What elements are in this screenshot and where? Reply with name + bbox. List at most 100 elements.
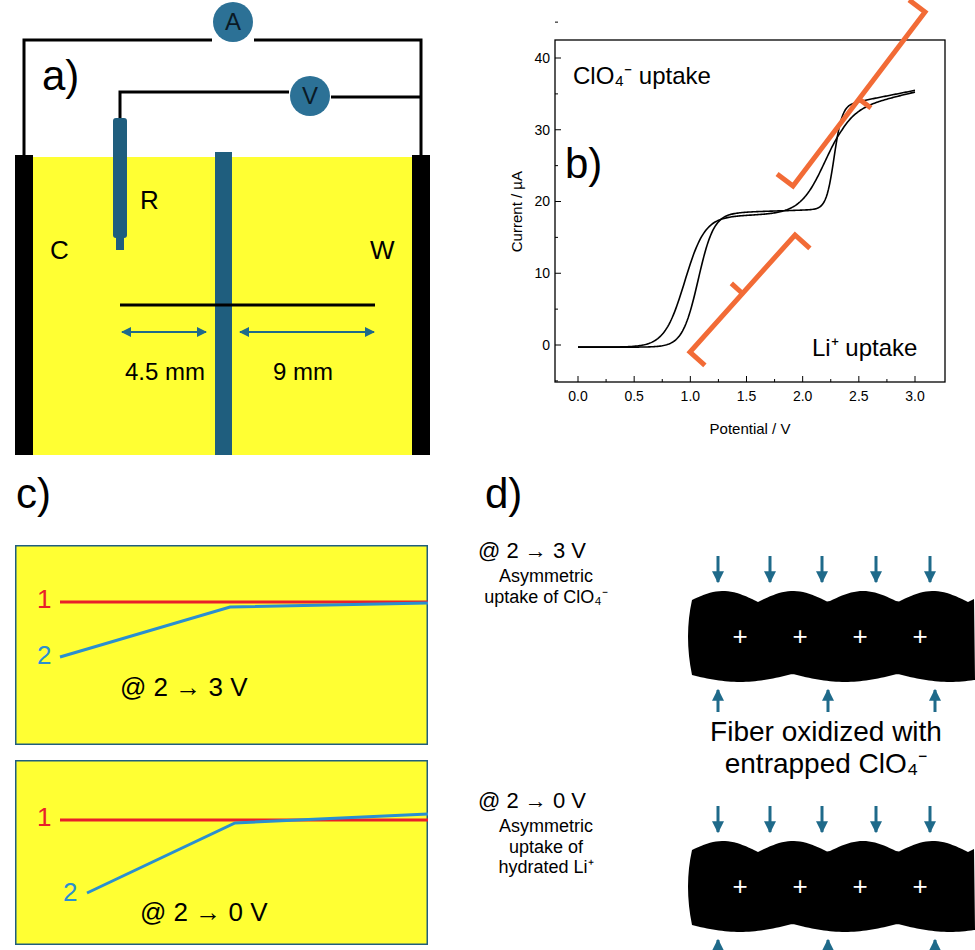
ion-arrow: [934, 940, 937, 948]
meter-circle-shape: [213, 2, 253, 42]
x-tick: [802, 376, 803, 382]
x-tick: [578, 376, 579, 382]
y-tick: [555, 58, 561, 59]
measure-line: [120, 304, 375, 307]
reference-electrode-tip: [116, 236, 124, 250]
tick-label: 0.5: [624, 388, 643, 404]
meter-circle: V: [289, 75, 331, 117]
electrode-label: R: [140, 186, 159, 216]
ion-arrow: [875, 556, 878, 582]
y-minor-tick: [555, 309, 558, 310]
y-minor-tick: [555, 237, 558, 238]
reference-electrode: [113, 118, 127, 238]
charge-sign: +: [912, 622, 927, 652]
tick-label: 40: [534, 50, 550, 66]
charge-sign: +: [852, 622, 867, 652]
x-tick: [634, 376, 635, 382]
node-shape: [15, 545, 428, 745]
y-tick: [555, 201, 561, 202]
cv-curve: [578, 92, 915, 347]
x-minor-tick: [886, 379, 887, 382]
axis-title: Potential / V: [710, 420, 791, 437]
ion-arrow: [827, 940, 830, 948]
axis-title: Current / µA: [508, 171, 525, 252]
ion-arrow: [875, 806, 878, 832]
panel-letter: d): [485, 470, 522, 518]
note: Asymmetric uptake of hydrated Li⁺: [486, 816, 606, 878]
y-minor-tick: [555, 93, 558, 94]
profile-line: [60, 603, 428, 657]
charge-sign: +: [912, 872, 927, 902]
step-label: @ 2 → 0 V: [478, 788, 586, 813]
ion-arrow: [827, 690, 830, 712]
dimension-arrow: [122, 331, 206, 333]
note: Asymmetric uptake of ClO₄⁻: [476, 566, 616, 607]
x-tick: [915, 376, 916, 382]
panel-letter: b): [565, 140, 602, 188]
step-label: @ 2 → 3 V: [478, 538, 586, 563]
curve-number: 2: [37, 641, 51, 671]
step-label: @ 2 → 3 V: [120, 673, 248, 703]
tick-label: 2.5: [849, 388, 868, 404]
y-minor-tick: [555, 22, 558, 23]
bracket: [777, 0, 925, 186]
tick-label: 10: [534, 265, 550, 281]
x-tick: [746, 376, 747, 382]
ion-arrow: [717, 690, 720, 712]
x-minor-tick: [606, 379, 607, 382]
tick-label: 2.0: [793, 388, 812, 404]
ion-arrow: [717, 806, 720, 832]
tick-label: 0: [542, 337, 550, 353]
ion-arrow: [717, 940, 720, 948]
meter-circle: A: [212, 1, 254, 43]
note: Fiber oxidized with entrapped ClO₄⁻: [676, 716, 975, 780]
ion-arrow: [929, 806, 932, 832]
charge-sign: +: [852, 872, 867, 902]
electrode-label: W: [370, 236, 395, 266]
y-tick: [555, 345, 561, 346]
profile-box: 1 2 @ 2 → 3 V: [15, 545, 428, 745]
cv-curve: [578, 90, 915, 347]
ion-arrow: [821, 556, 824, 582]
wire: [24, 40, 421, 155]
y-minor-tick: [555, 380, 558, 381]
panel-letter: c): [16, 470, 51, 518]
x-minor-tick: [830, 379, 831, 382]
y-tick: [555, 129, 561, 130]
curve-number: 2: [63, 878, 77, 908]
step-label: @ 2 → 0 V: [140, 898, 268, 928]
x-minor-tick: [662, 379, 663, 382]
region-label: ClO₄⁻ uptake: [573, 62, 711, 90]
panel-letter: a): [42, 52, 79, 100]
y-tick: [555, 273, 561, 274]
charge-sign: +: [792, 622, 807, 652]
meter-circle-shape: [290, 76, 330, 116]
charge-sign: +: [732, 622, 747, 652]
meter-symbol: V: [289, 82, 331, 110]
tick-label: 20: [534, 193, 550, 209]
charge-sign: +: [792, 872, 807, 902]
dimension: 4.5 mm: [125, 358, 205, 386]
dimension: 9 mm: [273, 358, 333, 386]
region-label: Li⁺ uptake: [812, 334, 917, 362]
x-minor-tick: [774, 379, 775, 382]
ion-arrow: [769, 806, 772, 832]
ion-arrow: [821, 806, 824, 832]
curve-number: 1: [37, 803, 51, 833]
meter-symbol: A: [212, 8, 254, 36]
ion-arrow: [769, 556, 772, 582]
curve-number: 1: [37, 585, 51, 615]
tick-label: 1.5: [737, 388, 756, 404]
bracket: [690, 235, 810, 365]
profile-line: [87, 814, 428, 893]
working-electrode: [412, 155, 430, 455]
charge-sign: +: [732, 872, 747, 902]
box-ground: [16, 546, 428, 745]
tick-label: 0.0: [568, 388, 587, 404]
box-ground: [16, 761, 428, 945]
ion-arrow: [717, 556, 720, 582]
fiber: [688, 591, 975, 682]
wire: [120, 92, 421, 118]
y-minor-tick: [555, 165, 558, 166]
dimension-arrow: [240, 331, 374, 333]
